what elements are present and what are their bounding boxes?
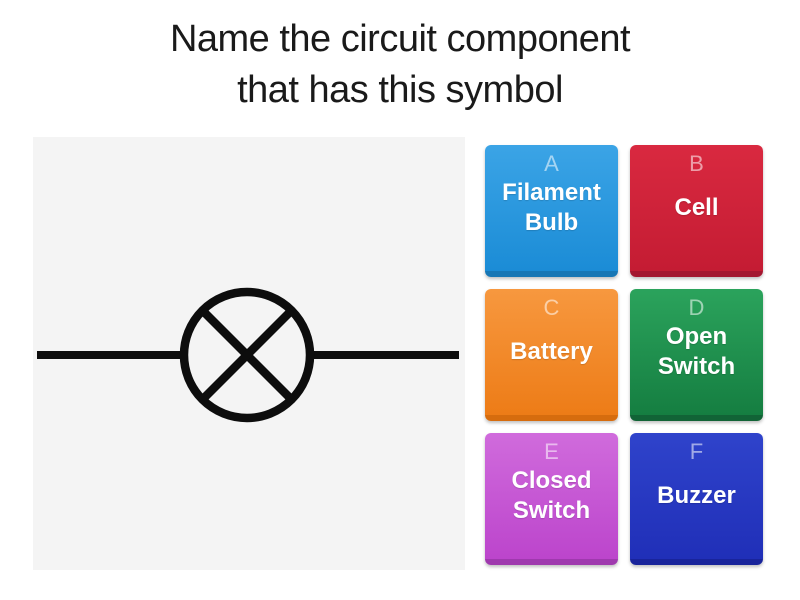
answer-option-b[interactable]: B Cell	[630, 145, 763, 277]
bulb-cross-line-2	[199, 307, 295, 403]
answer-letter-b: B	[689, 151, 704, 176]
question-image-panel	[33, 137, 465, 570]
answer-option-e[interactable]: E Closed Switch	[485, 433, 618, 565]
answer-label-a: Filament Bulb	[502, 179, 601, 236]
answer-label-e: Closed Switch	[511, 467, 592, 524]
answer-option-c[interactable]: C Battery	[485, 289, 618, 421]
filament-lamp-symbol	[37, 287, 459, 423]
answer-label-f: Buzzer	[657, 482, 736, 509]
answer-option-a[interactable]: A Filament Bulb	[485, 145, 618, 277]
question-title-line1: Name the circuit component	[169, 18, 631, 60]
answer-label-d: Open Switch	[657, 323, 736, 380]
question-title-line2: that has this symbol	[237, 68, 563, 111]
answer-grid: A Filament Bulb B Cell C Battery D Open …	[485, 145, 763, 565]
answer-letter-c: C	[543, 295, 560, 320]
answer-letter-a: A	[544, 151, 559, 176]
answer-letter-f: F	[689, 439, 704, 464]
answer-letter-e: E	[544, 439, 559, 464]
answer-label-c: Battery	[510, 338, 593, 365]
question-title: Name the circuit component that has this …	[0, 14, 800, 116]
answer-letter-d: D	[688, 295, 705, 320]
answer-option-d[interactable]: D Open Switch	[630, 289, 763, 421]
answer-option-f[interactable]: F Buzzer	[630, 433, 763, 565]
bulb-circle	[179, 287, 315, 423]
answer-label-b: Cell	[674, 194, 719, 221]
